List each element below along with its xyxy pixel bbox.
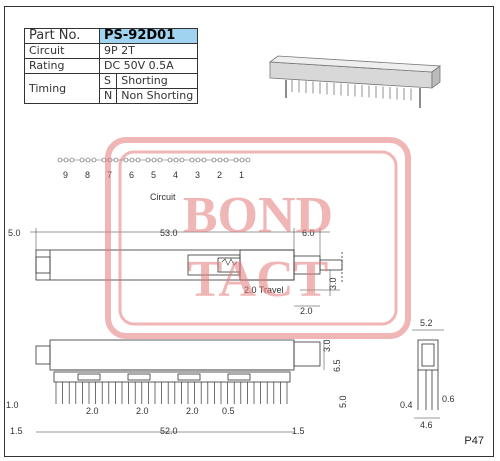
dim-top-center: 53.0 bbox=[160, 228, 178, 238]
pin-number: 3 bbox=[195, 170, 200, 180]
dim-height-top: 3.0 bbox=[322, 339, 332, 352]
spec-table: Part No. PS-92D01 Circuit 9P 2T Rating D… bbox=[24, 28, 199, 104]
circuit-node bbox=[79, 157, 85, 163]
circuit-node bbox=[69, 157, 75, 163]
watermark: BOND TACT bbox=[105, 137, 411, 339]
rating-value: DC 50V 0.5A bbox=[98, 58, 199, 74]
page-number: P47 bbox=[464, 435, 484, 447]
circuit-node bbox=[195, 157, 201, 163]
pin-number: 8 bbox=[85, 170, 90, 180]
circuit-node bbox=[113, 157, 119, 163]
dim-side-a: 0.4 bbox=[400, 400, 413, 410]
watermark-line2: TACT bbox=[188, 251, 329, 308]
dim-travel: 2.0 Travel bbox=[244, 285, 284, 295]
pin-number: 5 bbox=[151, 170, 156, 180]
circuit-node bbox=[173, 157, 179, 163]
circuit-node bbox=[57, 157, 63, 163]
dim-top-right: 6.0 bbox=[302, 228, 315, 238]
dim-offset-b: 2.0 bbox=[300, 306, 313, 316]
circuit-node bbox=[91, 157, 97, 163]
pin-number: 6 bbox=[129, 170, 134, 180]
circuit-node bbox=[157, 157, 163, 163]
circuit-node bbox=[129, 157, 135, 163]
timing-code-n: N bbox=[98, 88, 118, 104]
dim-top-left: 5.0 bbox=[8, 228, 21, 238]
pin-number: 2 bbox=[217, 170, 222, 180]
pin-number: 9 bbox=[63, 170, 68, 180]
bottom-view bbox=[35, 339, 325, 433]
dim-side-c: 4.6 bbox=[420, 420, 433, 430]
watermark-line1: BOND bbox=[183, 187, 333, 244]
dim-total-length: 52.0 bbox=[160, 426, 178, 436]
dim-pitch-a: 2.0 bbox=[86, 406, 99, 416]
circuit-node bbox=[85, 157, 91, 163]
circuit-node bbox=[189, 157, 195, 163]
dim-pitch-b: 2.0 bbox=[136, 406, 149, 416]
circuit-node bbox=[233, 157, 239, 163]
dim-pitch-d: 0.5 bbox=[222, 406, 235, 416]
dim-left-edge: 1.5 bbox=[10, 426, 23, 436]
circuit-node bbox=[245, 157, 251, 163]
dim-height-a: 3.0 bbox=[328, 277, 338, 290]
circuit-node bbox=[167, 157, 173, 163]
circuit-node bbox=[135, 157, 141, 163]
dim-left-small: 1.0 bbox=[6, 400, 19, 410]
rating-label: Rating bbox=[24, 58, 100, 74]
dim-right-edge: 1.5 bbox=[292, 426, 305, 436]
front-view bbox=[30, 228, 343, 307]
circuit-node bbox=[123, 157, 129, 163]
page-frame bbox=[4, 6, 494, 457]
circuit-value: 9P 2T bbox=[98, 43, 199, 59]
circuit-node bbox=[145, 157, 151, 163]
circuit-node bbox=[179, 157, 185, 163]
dim-lead: 5.0 bbox=[338, 395, 348, 408]
circuit-node bbox=[151, 157, 157, 163]
circuit-node bbox=[201, 157, 207, 163]
circuit-node bbox=[211, 157, 217, 163]
pin-number: 4 bbox=[173, 170, 178, 180]
dim-pitch-c: 2.0 bbox=[186, 406, 199, 416]
circuit-node bbox=[223, 157, 229, 163]
circuit-node bbox=[63, 157, 69, 163]
timing-label: Timing bbox=[24, 73, 100, 104]
dim-width-side: 5.2 bbox=[420, 318, 433, 328]
side-view bbox=[412, 329, 444, 419]
circuit-node bbox=[217, 157, 223, 163]
product-illustration bbox=[268, 55, 442, 108]
circuit-node bbox=[239, 157, 245, 163]
timing-desc-n: Non Shorting bbox=[116, 88, 199, 104]
circuit-title: Circuit bbox=[150, 192, 176, 202]
pin-number: 1 bbox=[239, 170, 244, 180]
dim-side-b: 0.6 bbox=[442, 394, 455, 404]
dim-height-body: 6.5 bbox=[332, 359, 342, 372]
